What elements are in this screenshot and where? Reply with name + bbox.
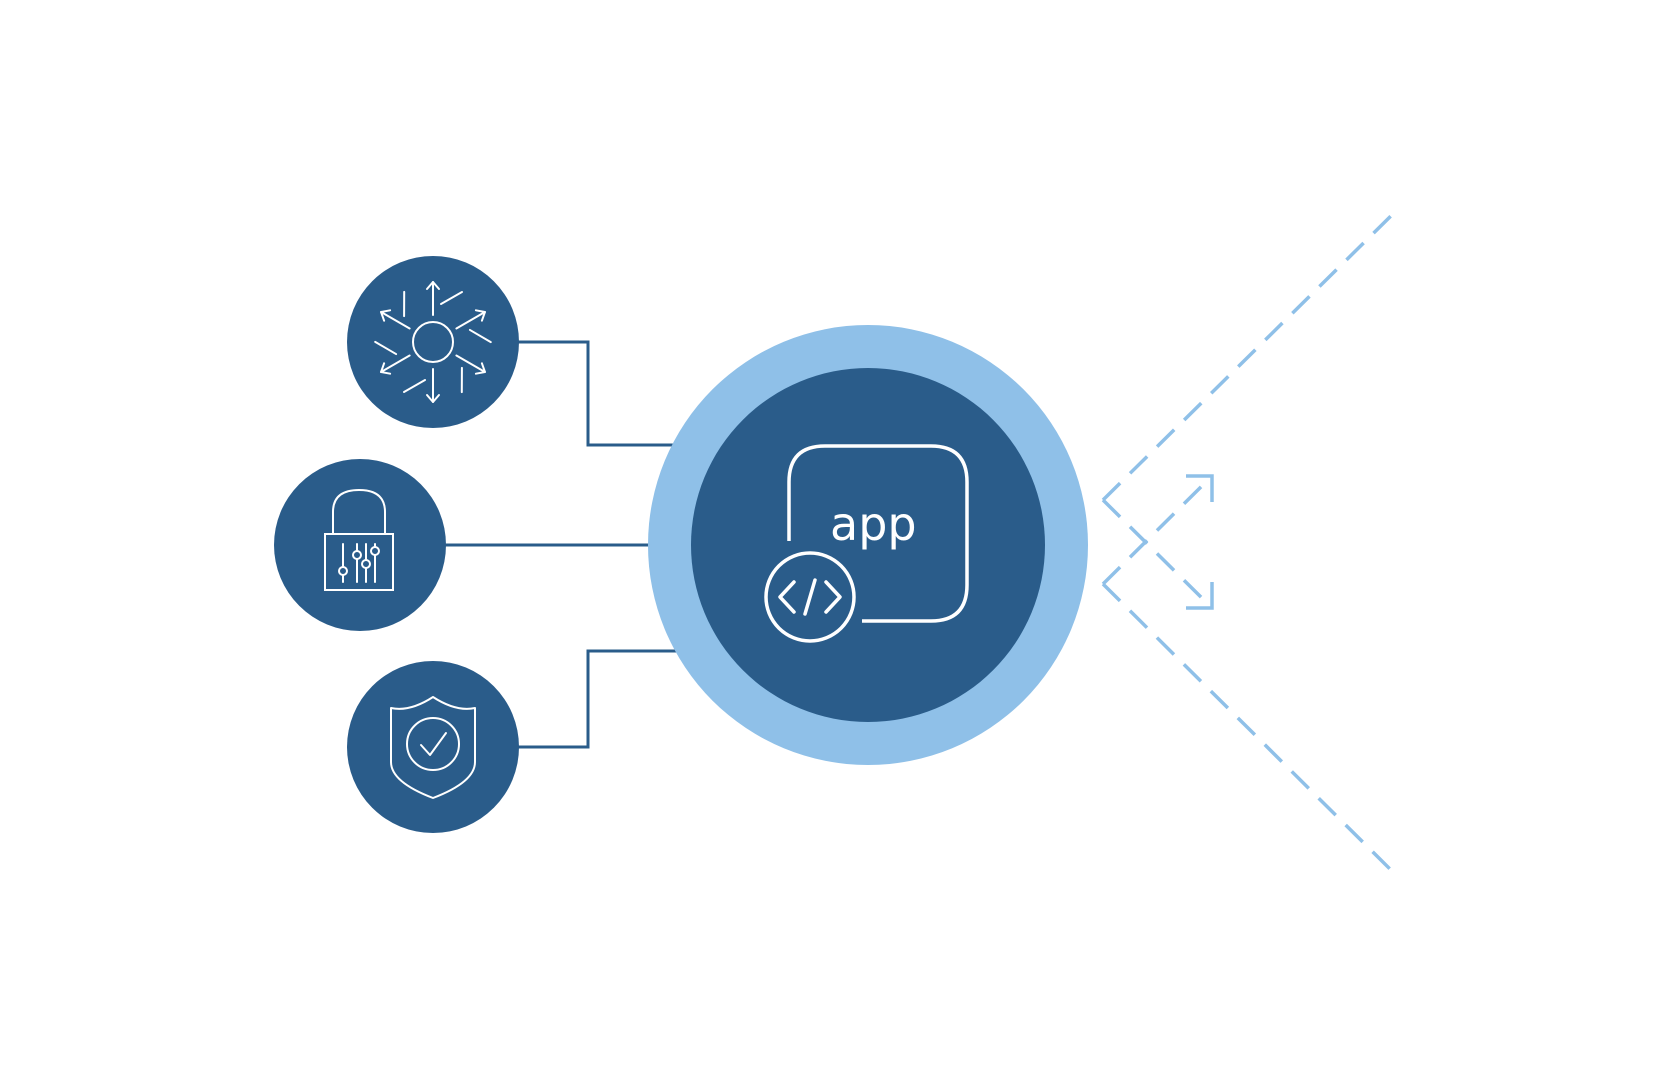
code-icon bbox=[764, 551, 856, 643]
app-node-inner bbox=[691, 368, 1045, 722]
dashed-arrowhead-lower bbox=[1186, 582, 1214, 610]
app-node: app bbox=[648, 325, 1088, 765]
dashed-outputs bbox=[1101, 210, 1397, 876]
connector-top bbox=[518, 340, 705, 447]
connector-bottom bbox=[518, 649, 705, 749]
dashed-arrowhead-upper bbox=[1186, 474, 1214, 502]
input-node-lock bbox=[274, 459, 446, 631]
input-node-shield bbox=[347, 661, 519, 833]
app-label: app bbox=[830, 497, 917, 551]
app-window-icon bbox=[787, 444, 969, 623]
dashed-arrowheads bbox=[1186, 474, 1214, 610]
distributed-icon bbox=[365, 281, 501, 403]
dashed-diagonal-down bbox=[1101, 582, 1397, 876]
shield-check-icon bbox=[390, 696, 476, 799]
dashed-arrow-upper bbox=[1101, 498, 1214, 610]
dashed-arrow-lower bbox=[1101, 474, 1214, 586]
dashed-diagonal-up bbox=[1101, 210, 1397, 502]
input-node-distributed bbox=[347, 256, 519, 428]
lock-settings-icon bbox=[324, 488, 394, 591]
